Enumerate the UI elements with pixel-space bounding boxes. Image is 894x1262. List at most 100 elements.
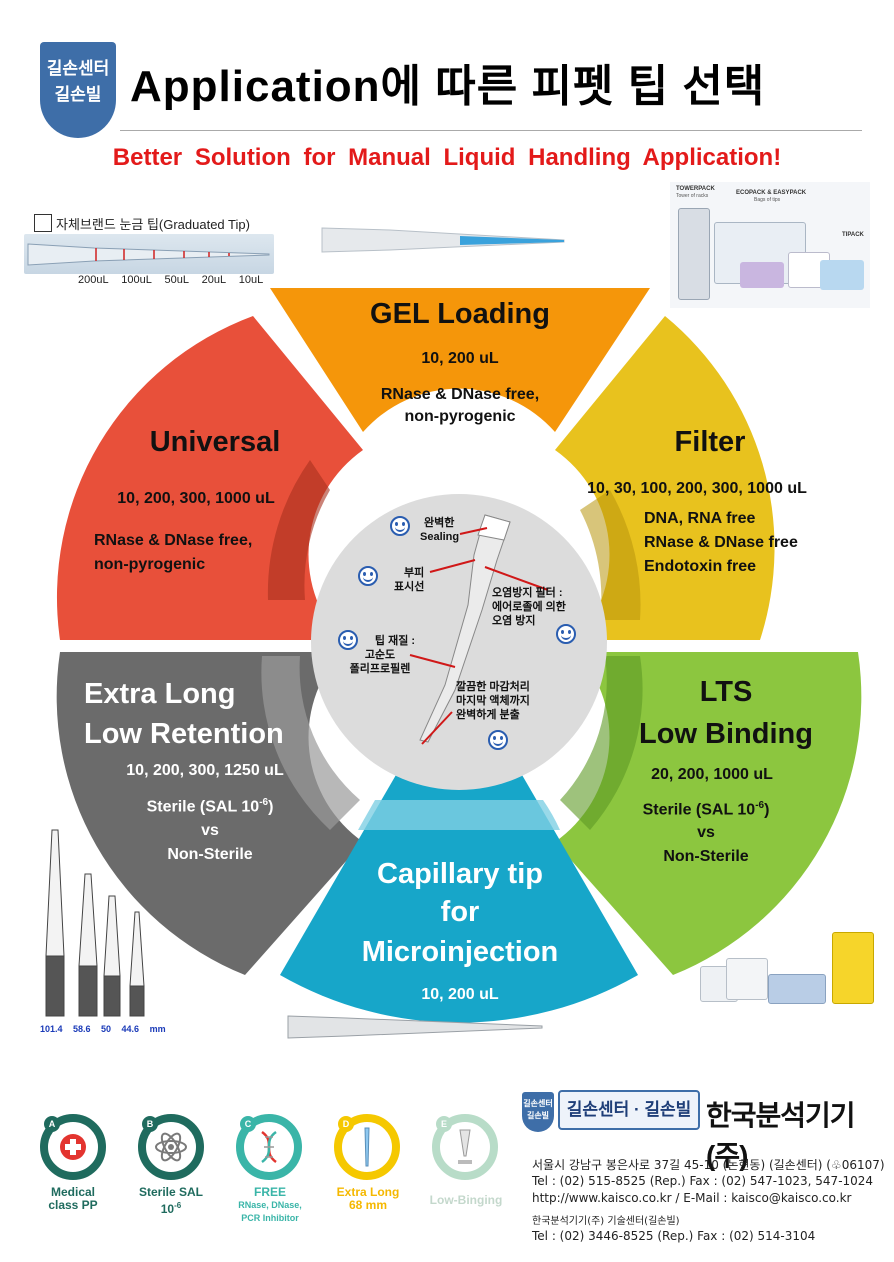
smiley-icon — [488, 730, 508, 750]
brand-badge: 길손센터 길손빌 — [40, 42, 116, 138]
tip-length-labels: 101.4 58.6 50 44.6 mm — [40, 1024, 166, 1034]
feature-sterile-line1: Sterile SAL — [138, 1185, 204, 1199]
extralong-volumes: 10, 200, 300, 1250 uL — [126, 762, 284, 779]
center-tip-drawing — [419, 514, 511, 743]
brand-badge-line2: 길손빌 — [54, 85, 102, 104]
feature-free-line3: PCR Inhibitor — [241, 1213, 299, 1223]
graduated-tip-drawing — [27, 243, 270, 266]
filter-desc1: DNA, RNA free — [644, 510, 756, 527]
footer-web: http://www.kaisco.co.kr / E-Mail : kaisc… — [532, 1191, 852, 1205]
feature-sterile-sup: -6 — [174, 1201, 182, 1210]
dna-icon — [261, 1130, 277, 1164]
towerpack-sub-label: Tower of racks — [676, 193, 709, 199]
footer-badge-line2: 길손빌 — [526, 1111, 550, 1120]
gel-tip-photo — [321, 227, 565, 253]
footer-address: 서울시 강남구 봉은사로 37길 45-10 (논현동) (길손센터) (♧06… — [532, 1158, 885, 1172]
segment-lts-shade — [560, 656, 643, 830]
filter-line1: 오염방지 필터 : — [492, 587, 563, 599]
lts-desc1-sup: -6 — [755, 800, 765, 811]
finish-line2: 마지막 액체까지 — [456, 695, 530, 707]
feature-medical-line1: Medical — [50, 1185, 95, 1199]
tipack-label: TIPACK — [842, 232, 864, 238]
feature-lowbinding-label: Low-Binging — [429, 1193, 503, 1207]
extralong-desc1-row: Sterile (SAL 10-6) — [110, 797, 310, 816]
gel-volumes: 10, 200 uL — [421, 350, 499, 367]
segment-filter-shade — [580, 490, 641, 620]
material-callout: 팁 재질 : 고순도 폴리프로필렌 — [340, 634, 420, 676]
extralong-desc1-end: ) — [268, 798, 274, 816]
smiley-icon — [358, 566, 378, 586]
purple-rack — [740, 262, 784, 288]
graduated-tip-photo — [24, 234, 274, 274]
lts-volumes: 20, 200, 1000 uL — [651, 766, 773, 783]
ecopack-label: ECOPACK & EASYPACK — [736, 190, 807, 196]
feature-free-line2: RNase, DNase, — [238, 1200, 302, 1210]
material-line2: 고순도 — [364, 649, 396, 661]
capillary-title3: Microinjection — [361, 936, 559, 968]
feature-free-line1: FREE — [253, 1185, 286, 1199]
rack-box — [768, 974, 826, 1004]
material-line1: 팁 재질 : — [374, 635, 416, 647]
volume-line1: 부피 — [404, 567, 425, 579]
capillary-title2: for — [440, 896, 480, 928]
long-tip-icon — [364, 1127, 370, 1167]
graduated-tip-marks: 200uL 100uL 50uL 20uL 10uL — [78, 274, 264, 286]
sealing-line2: Sealing — [420, 531, 460, 543]
capillary-title1: Capillary tip — [377, 858, 543, 890]
filter-title: Filter — [674, 426, 746, 458]
feature-sterile-line2-row: 10-6 — [126, 1199, 216, 1216]
graduated-tip-checkbox-icon — [34, 214, 52, 232]
extralong-title1: Extra Long — [84, 678, 236, 710]
extralong-desc2: vs — [201, 822, 219, 839]
filter-desc2: RNase & DNase free — [644, 534, 798, 551]
product-packs-photo: TOWERPACK Tower of racks ECOPACK & EASYP… — [670, 182, 870, 308]
volume-line2: 표시선 — [394, 581, 425, 593]
feature-extralong-label: Extra Long 68 mm — [322, 1186, 414, 1212]
gel-desc2: non-pyrogenic — [404, 408, 516, 425]
filter-volumes: 10, 30, 100, 200, 300, 1000 uL — [587, 480, 807, 497]
gel-title: GEL Loading — [370, 298, 550, 330]
ecopack-sub-label: Bags of tips — [754, 197, 781, 203]
lts-desc2: vs — [697, 824, 715, 841]
finish-line1: 깔끔한 마감처리 — [456, 681, 530, 693]
feature-letter-b: B — [142, 1116, 158, 1132]
gel-desc1: RNase & DNase free, — [380, 386, 540, 403]
feature-free-label: FREE RNase, DNase, PCR Inhibitor — [222, 1186, 318, 1225]
page-subtitle: Better Solution for Manual Liquid Handli… — [112, 144, 782, 171]
feature-extralong-line2: 68 mm — [348, 1198, 388, 1212]
smiley-icon — [556, 624, 576, 644]
smiley-icon — [338, 630, 358, 650]
volume-callout: 부피 표시선 — [394, 566, 424, 594]
graduated-tip-label: 자체브랜드 눈금 팁(Graduated Tip) — [56, 217, 250, 232]
smiley-icon — [390, 516, 410, 536]
footer-tech-tel: Tel : (02) 3446-8525 (Rep.) Fax : (02) 5… — [532, 1229, 816, 1243]
lts-desc1: Sterile (SAL 10 — [642, 801, 756, 819]
footer-badge-line1: 길손센터 — [523, 1099, 553, 1108]
lts-desc1-end: ) — [764, 801, 770, 819]
filter-arrow — [484, 566, 549, 591]
capillary-volumes: 10, 200 uL — [421, 986, 499, 1003]
title-divider — [120, 130, 862, 131]
packaging-photo — [696, 930, 876, 1006]
material-arrow — [409, 654, 456, 668]
segment-capillary — [280, 768, 638, 1023]
low-binding-tip-icon — [458, 1129, 472, 1164]
atom-icon — [155, 1132, 187, 1162]
lts-desc1-row: Sterile (SAL 10-6) — [606, 800, 806, 819]
universal-desc1: RNase & DNase free, — [94, 532, 253, 549]
page-title: Application에 따른 피펫 팁 선택 — [130, 62, 766, 111]
tipack-box — [820, 260, 864, 290]
finish-line3: 완벽하게 분출 — [456, 709, 520, 721]
feature-sterile-line2: 10 — [160, 1202, 175, 1216]
universal-volumes: 10, 200, 300, 1000 uL — [117, 490, 275, 507]
capillary-tip-photo — [287, 1015, 543, 1039]
feature-letter-a: A — [44, 1116, 60, 1132]
segment-capillary-shade — [358, 800, 560, 830]
feature-medical-line2: class PP — [48, 1198, 98, 1212]
finish-arrow — [421, 711, 453, 745]
filter-desc3: Endotoxin free — [644, 558, 757, 575]
lts-title1: LTS — [699, 676, 753, 708]
tip-length-drawings — [45, 829, 145, 1017]
footer-tech-center: 한국분석기기(주) 기술센터(길손빌) — [532, 1216, 680, 1227]
